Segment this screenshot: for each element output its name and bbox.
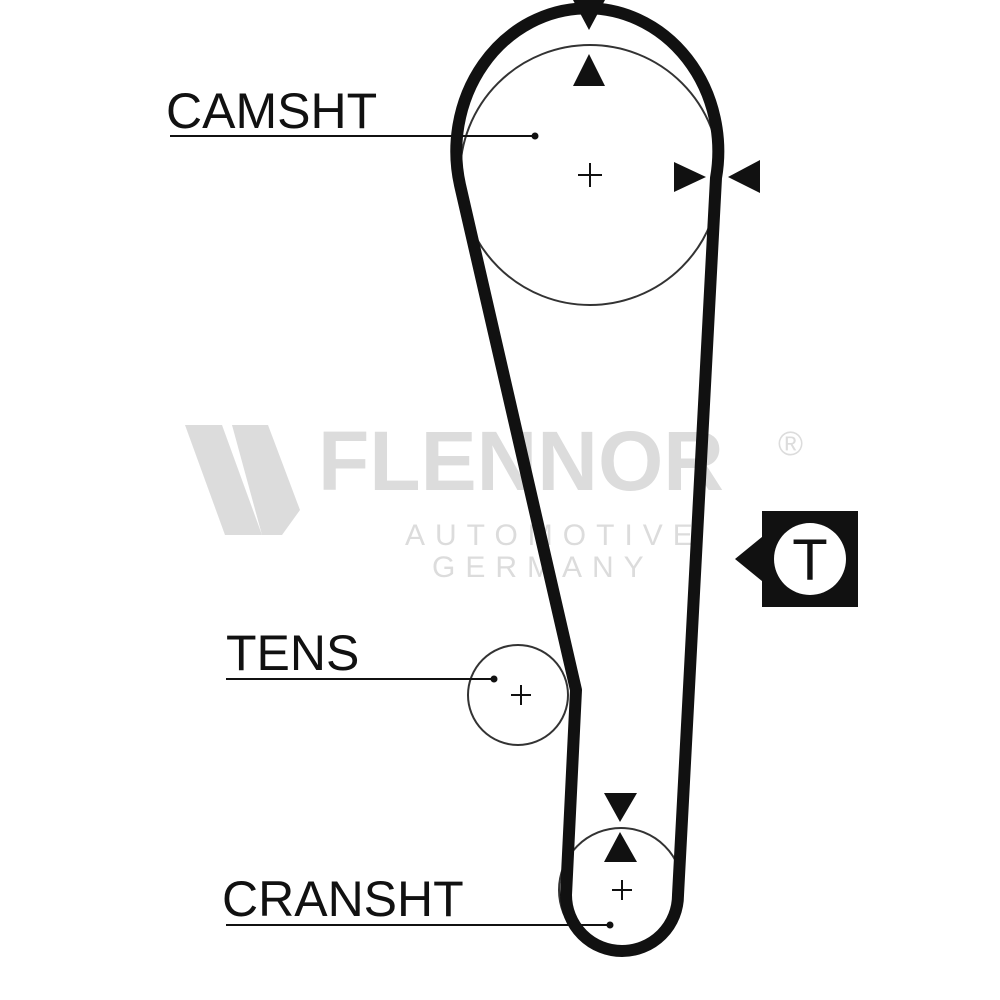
camshaft-center-mark — [578, 163, 602, 187]
camshaft-side-timing-mark-icon — [674, 160, 760, 193]
tension-marker: T — [735, 511, 858, 607]
tensioner-center-mark — [511, 685, 531, 705]
watermark: FLENNOR ® AUTOMOTIVE GERMANY — [185, 414, 803, 584]
crankshaft-timing-mark-icon — [604, 793, 637, 862]
flennor-logo-icon — [185, 425, 300, 535]
tension-marker-letter: T — [792, 528, 827, 593]
watermark-line2: GERMANY — [432, 551, 654, 584]
tensioner-label: TENS — [226, 625, 359, 681]
camshaft-leader — [170, 132, 539, 140]
crankshaft-label: CRANSHT — [222, 871, 464, 927]
tensioner-pulley — [467, 644, 569, 746]
crankshaft-leader — [226, 921, 614, 929]
watermark-line1: AUTOMOTIVE — [405, 519, 703, 552]
timing-belt — [450, 2, 725, 957]
camshaft-label: CAMSHT — [166, 83, 377, 139]
watermark-registered: ® — [778, 425, 803, 463]
camshaft-top-timing-mark-icon — [573, 0, 605, 86]
crankshaft-center-mark — [612, 880, 632, 900]
tensioner-leader — [226, 675, 498, 683]
